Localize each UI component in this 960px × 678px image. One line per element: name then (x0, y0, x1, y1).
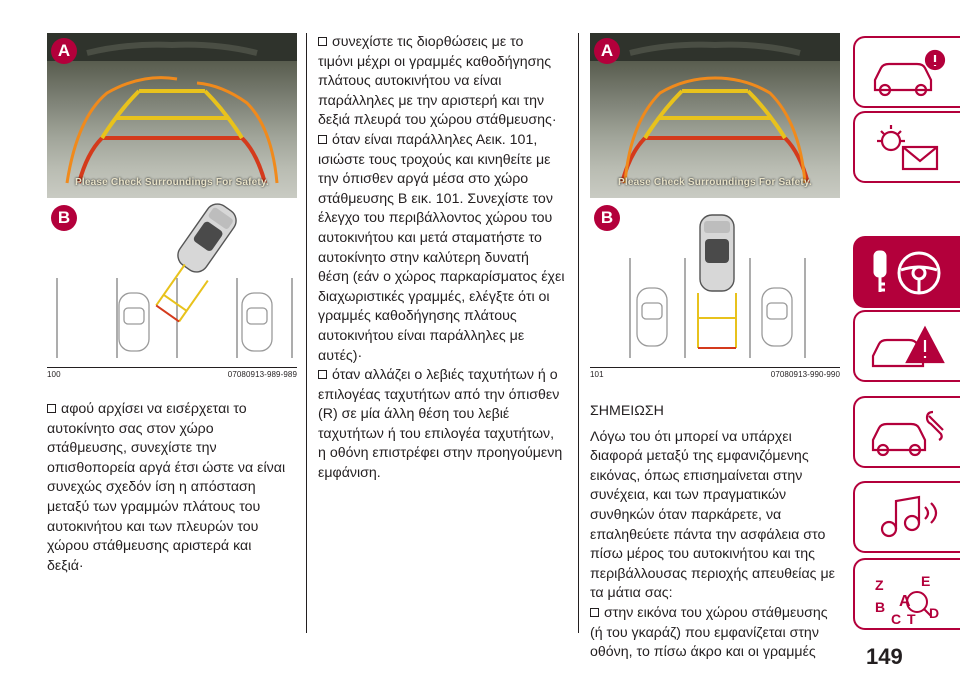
badge-b: B (51, 205, 77, 231)
checkbox-bullet-icon (318, 37, 327, 46)
badge-a: A (594, 38, 620, 64)
text-line: στην εικόνα του χώρου στάθμευσης (604, 604, 828, 621)
text-line: επαληθεύετε πάντα την ασφάλεια στο (590, 526, 826, 543)
text-line: μεταξύ των γραμμών πλάτους του (47, 498, 261, 515)
column-3-text: ΣΗΜΕΙΩΣΗ Λόγω του ότι μπορεί να υπάρχει … (590, 402, 848, 663)
text-line: αυτοκινήτου και των πλευρών του (47, 518, 259, 535)
text-line: την όπισθεν αργά μέσα στο χώρο (318, 171, 529, 188)
text-line: στάθμευσης, συνεχίστε την (47, 440, 217, 457)
text-line: έλεγχο του περιβάλλοντος χώρου του (318, 210, 553, 227)
text-line: συνεχίστε τις διορθώσεις με το (332, 34, 524, 50)
checkbox-bullet-icon (47, 404, 56, 413)
camera-warning-text: Please Check Surroundings For Safety. (75, 177, 269, 188)
text-line: πλάτους αυτοκινήτου να είναι (318, 73, 502, 90)
tab-multimedia[interactable] (853, 481, 960, 553)
figure-code: 07080913-990-990 (770, 370, 840, 379)
text-line: ισιώστε τους τροχούς και κινηθείτε με (318, 151, 551, 168)
text-line: συνθηκών όταν παρκάρετε, να (590, 506, 782, 523)
tab-emergency[interactable] (853, 310, 960, 382)
rear-camera-view-a: Please Check Surroundings For Safety. (47, 33, 297, 198)
text-line: αφού αρχίσει να εισέρχεται το (61, 401, 247, 417)
car-dashboard-icon (873, 49, 946, 97)
paragraph-approach: αφού αρχίσει να εισέρχεται το αυτοκίνητο… (47, 400, 303, 576)
checkbox-bullet-icon (590, 607, 599, 617)
index-letter: B (875, 599, 885, 615)
text-line: τα μάτια σας: (590, 585, 673, 602)
text-line: στάθμευσης Β εικ. 101. Συνεχίστε τον (318, 190, 553, 207)
parking-diagram-b (629, 214, 806, 358)
index-letter: T (907, 611, 916, 626)
text-line: παράλληλες με την αριστερή και την (318, 92, 545, 109)
text-line: οθόνη, το πίσω άκρο και οι γραμμές (590, 644, 816, 661)
text-line: εμφάνιση. (318, 465, 381, 482)
text-line: αυτοκίνητο στην καλύτερη δυνατή (318, 249, 529, 266)
text-line: περιβάλλουσας περιοχής απευθείας με (590, 565, 835, 582)
text-line: (ή του γκαράζ) που εμφανίζεται στην (590, 624, 819, 641)
tab-starting-driving[interactable] (853, 236, 960, 308)
text-line: συνεχώς σχεδόν ίση η απόσταση (47, 479, 256, 496)
text-line: αυτοκίνητο σας στον χώρο (47, 420, 214, 437)
index-letter: D (929, 605, 939, 621)
index-letters-icon: Z E B A C D T (875, 573, 939, 626)
checkbox-bullet-icon (318, 134, 327, 144)
text-line: διαχωριστικές γραμμές, ελέγξτε ότι οι (318, 288, 550, 305)
column-1-text: αφού αρχίσει να εισέρχεται το αυτοκίνητο… (47, 400, 303, 576)
warning-lights-mail-icon (877, 125, 939, 171)
crash-warning-icon (871, 325, 945, 368)
tab-maintenance[interactable] (853, 396, 960, 468)
column-divider (306, 33, 307, 633)
car-service-wrench-icon (871, 410, 944, 457)
figure-number: 101 (590, 370, 604, 379)
index-letter: C (891, 611, 901, 626)
figure-number: 100 (47, 370, 61, 379)
column-divider (578, 33, 579, 633)
badge-a: A (51, 38, 77, 64)
figure-caption-rule (47, 367, 297, 368)
text-line: η οθόνη επιστρέφει στην προηγούμενη (318, 445, 563, 462)
text-line: αυτοκινήτου και μετά σταματήστε το (318, 229, 542, 246)
index-letter: Z (875, 577, 884, 593)
rear-camera-view-a: Please Check Surroundings For Safety. (590, 33, 840, 198)
text-line: αυτές)· (318, 347, 363, 364)
text-line: θέση (εάν ο χώρος παρκαρίσματος έχει (318, 269, 565, 286)
tab-dashboard[interactable] (853, 36, 960, 108)
index-letter: E (921, 573, 930, 589)
text-line: Λόγω του ότι μπορεί να υπάρχει (590, 428, 792, 445)
text-line: συνέχεια, και των πραγματικών (590, 487, 787, 504)
text-line: δεξιά πλευρά του χώρου στάθμευσης· (318, 112, 557, 129)
text-line: δεξιά· (47, 557, 84, 574)
text-line: χώρου στάθμευσης αριστερά και (47, 538, 252, 555)
text-line: εικόνας, όπως επισημαίνεται στην (590, 467, 803, 484)
page-number: 149 (866, 644, 903, 669)
text-line: οπισθοπορεία αργά έτσι ώστε να είναι (47, 459, 286, 476)
text-line: γραμμές καθοδήγησης πλάτους (318, 308, 517, 325)
figure-101: Please Check Surroundings For Safety. A … (590, 33, 840, 379)
text-line: ταχυτήτων ή του επιλογέα ταχυτήτων, (318, 425, 555, 442)
parking-diagram-b (56, 203, 293, 358)
text-line: τιμόνι μέχρι οι γραμμές καθοδήγησης (318, 53, 552, 70)
note-heading: ΣΗΜΕΙΩΣΗ (590, 403, 664, 419)
text-line: αυτοκινήτου είναι παράλληλες με (318, 327, 525, 344)
camera-warning-text: Please Check Surroundings For Safety. (618, 177, 812, 188)
text-line: (R) σε μία άλλη θέση του λεβιέ (318, 406, 510, 423)
text-line: επιλογέας ταχυτήτων από την όπισθεν (318, 386, 560, 403)
column-2-text: συνεχίστε τις διορθώσεις με το τιμόνι μέ… (318, 33, 576, 484)
text-line: όταν αλλάζει ο λεβιές ταχυτήτων ή ο (332, 367, 558, 384)
figure-caption-rule (590, 367, 840, 368)
tab-warning-lights[interactable] (853, 111, 960, 183)
key-steering-wheel-icon (873, 250, 941, 295)
figure-100: Please Check Surroundings For Safety. A … (47, 33, 297, 379)
tab-index[interactable]: Z E B A C D T (853, 558, 960, 630)
checkbox-bullet-icon (318, 370, 327, 380)
text-line: πίσω μέρος του αυτοκινήτου και της (590, 546, 815, 563)
text-line: όταν είναι παράλληλες Αεικ. 101, (332, 131, 538, 148)
text-line: διαφορά μεταξύ της εμφανιζόμενης (590, 448, 809, 465)
figure-code: 07080913-989-989 (227, 370, 297, 379)
badge-b: B (594, 205, 620, 231)
multimedia-music-icon (880, 495, 938, 538)
